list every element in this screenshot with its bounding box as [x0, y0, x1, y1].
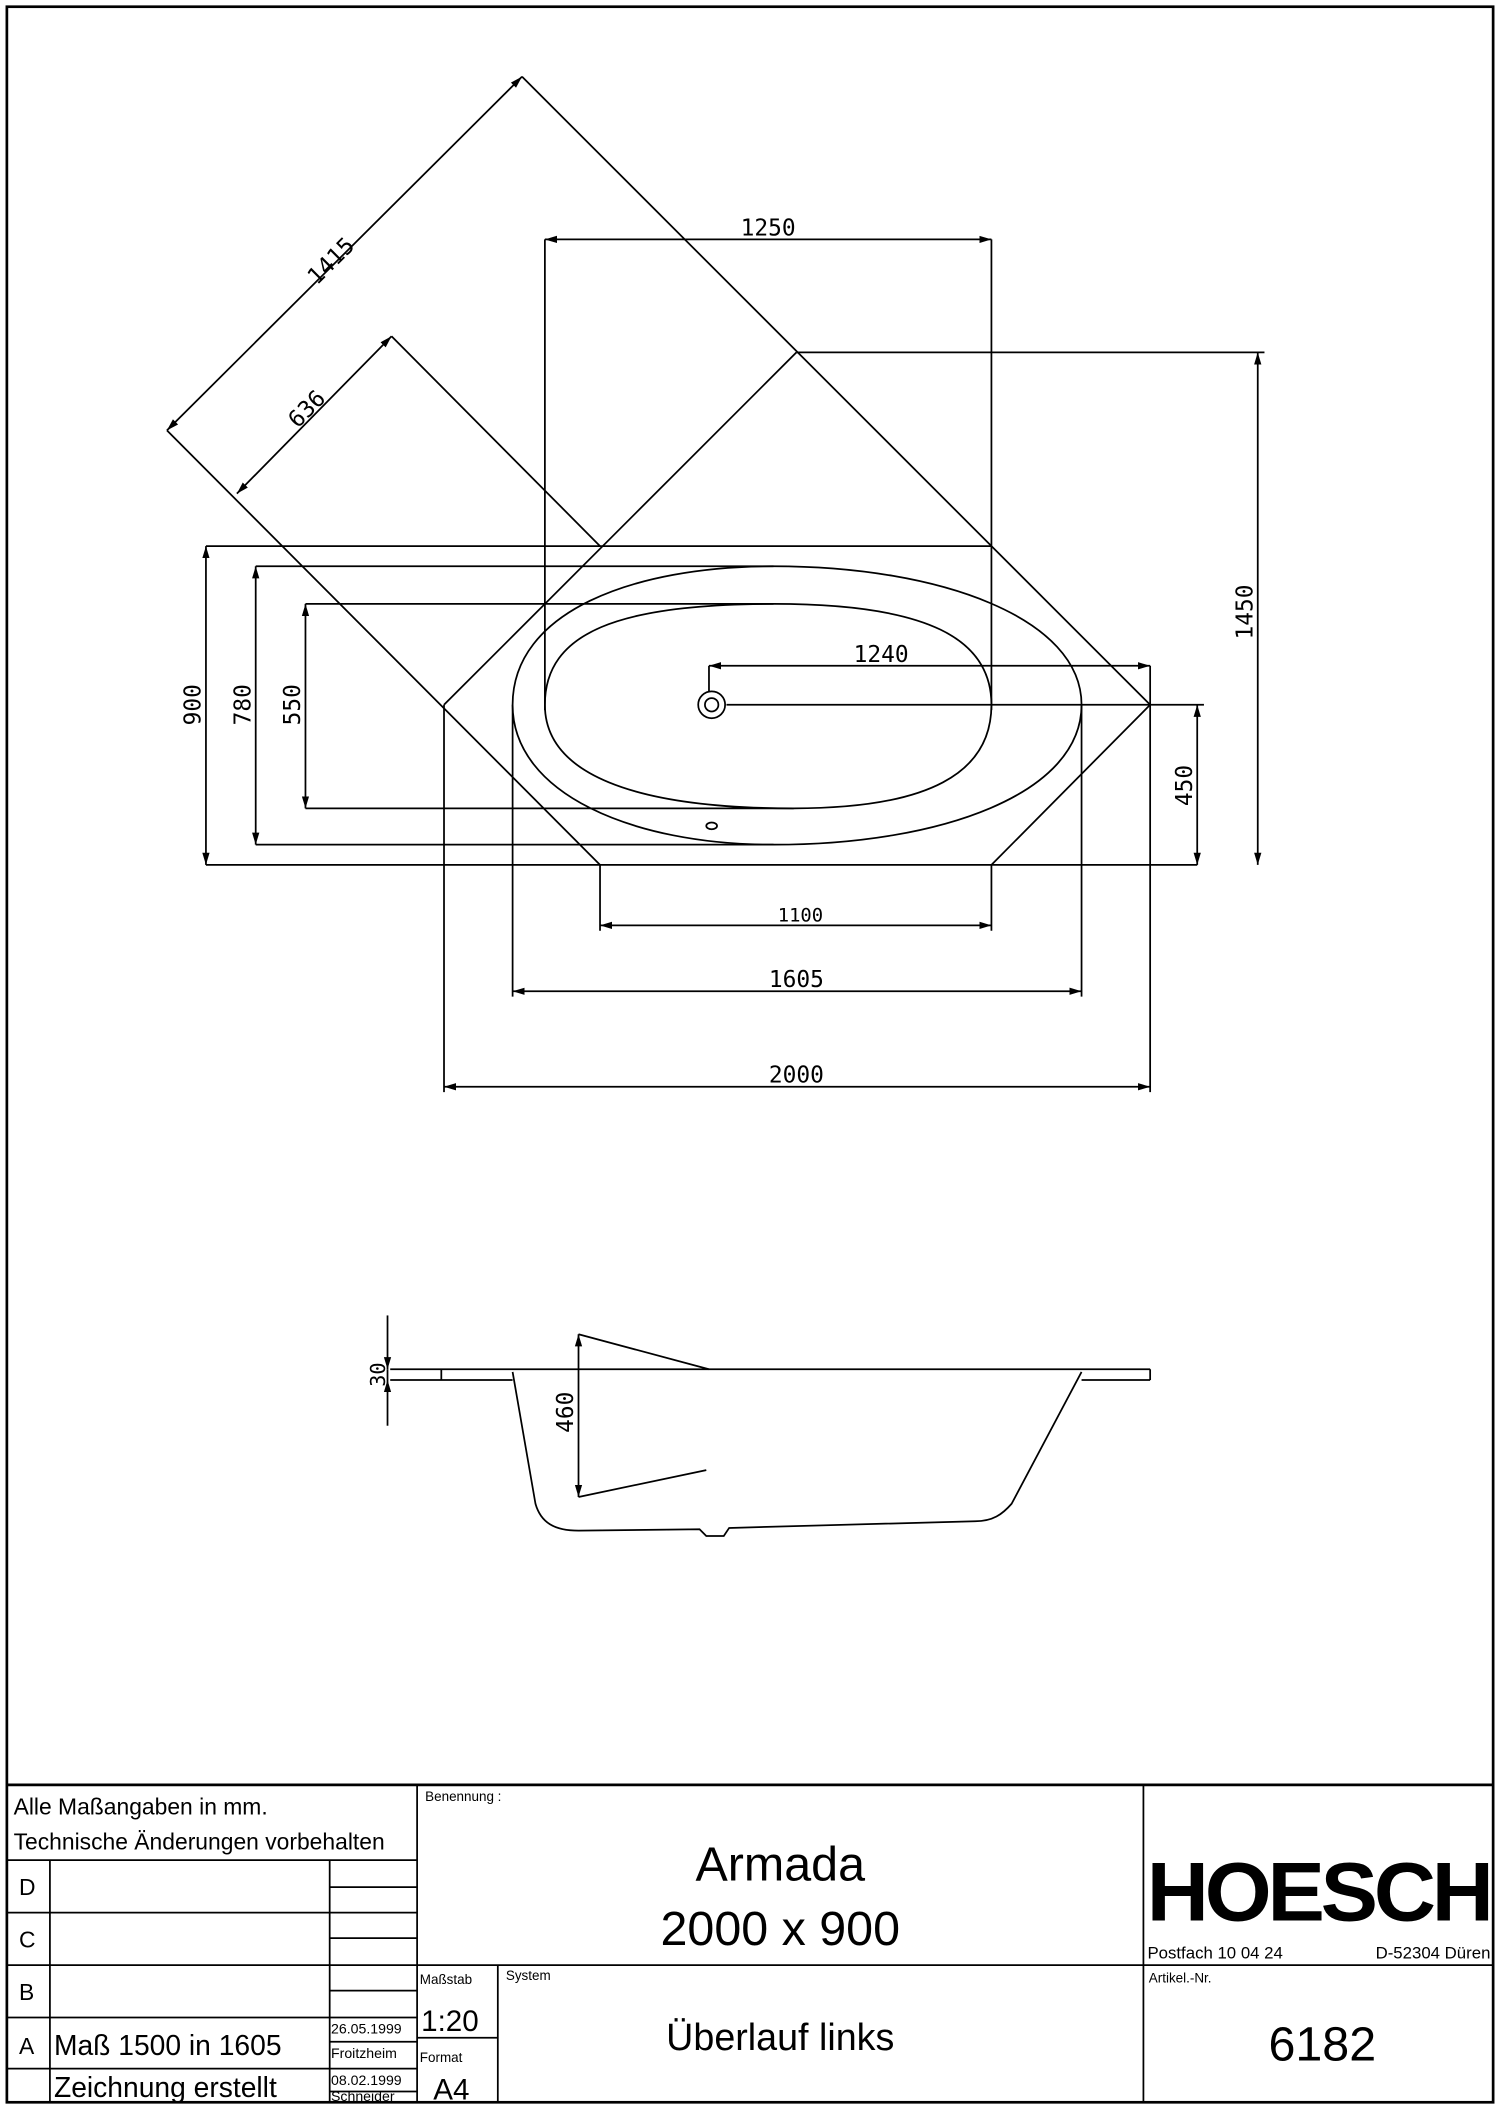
note-changes-reserved: Technische Änderungen vorbehalten [14, 1828, 385, 1854]
tub-basin-outline [544, 603, 993, 810]
dim-636: 636 [283, 386, 331, 434]
dim-1250: 1250 [741, 215, 796, 241]
hoesch-logo: HOESCH [1147, 1846, 1490, 1939]
product-size: 2000 x 900 [660, 1902, 900, 1956]
massstab-value: 1:20 [421, 2005, 479, 2038]
title-block: Alle Maßangaben in mm. Technische Änderu… [6, 1783, 1494, 2107]
format-label: Format [420, 2050, 463, 2065]
drain-icon [697, 690, 726, 720]
dim-1240: 1240 [854, 642, 909, 668]
side-view: 30 460 [366, 1315, 1152, 1537]
dim-2000: 2000 [769, 1063, 824, 1089]
benennung-label: Benennung : [425, 1789, 501, 1804]
dim-30: 30 [366, 1362, 390, 1386]
revision-letter-b: B [19, 1979, 34, 2005]
system-label: System [506, 1968, 551, 1983]
company-postfach: Postfach 10 04 24 [1147, 1943, 1282, 1962]
revision-a-text: Maß 1500 in 1605 [54, 2029, 282, 2061]
dim-450: 450 [1172, 765, 1198, 806]
system-value: Überlauf links [666, 2016, 894, 2058]
dim-1605: 1605 [769, 967, 824, 993]
drawing-frame [5, 5, 1495, 2104]
top-view: 1415 636 1250 1450 900 780 550 1240 450 [166, 76, 1265, 1093]
overflow-icon [705, 821, 718, 831]
dim-1415: 1415 [303, 233, 360, 290]
article-number: 6182 [1268, 2018, 1376, 2072]
article-label: Artikel.-Nr. [1149, 1971, 1212, 1986]
dim-780: 780 [230, 684, 256, 725]
dim-1450: 1450 [1232, 584, 1258, 639]
product-name: Armada [696, 1837, 866, 1891]
revision-created-text: Zeichnung erstellt [54, 2071, 277, 2103]
format-value: A4 [433, 2074, 469, 2107]
massstab-label: Maßstab [420, 1972, 472, 1987]
company-city: D-52304 Düren [1376, 1943, 1491, 1962]
revision-created-name: Schneider [331, 2088, 395, 2104]
note-units: Alle Maßangaben in mm. [14, 1793, 268, 1819]
revision-created-date: 08.02.1999 [331, 2072, 402, 2088]
revision-a-name: Froitzheim [331, 2045, 397, 2061]
revision-letter-a: A [19, 2033, 35, 2059]
dim-900: 900 [181, 684, 207, 725]
dim-460: 460 [553, 1392, 579, 1433]
dim-1100: 1100 [778, 905, 823, 926]
revision-letter-c: C [19, 1927, 36, 1953]
dim-550: 550 [280, 684, 306, 725]
revision-a-date: 26.05.1999 [331, 2021, 402, 2037]
tub-profile [511, 1371, 1083, 1537]
revision-letter-d: D [19, 1874, 36, 1900]
